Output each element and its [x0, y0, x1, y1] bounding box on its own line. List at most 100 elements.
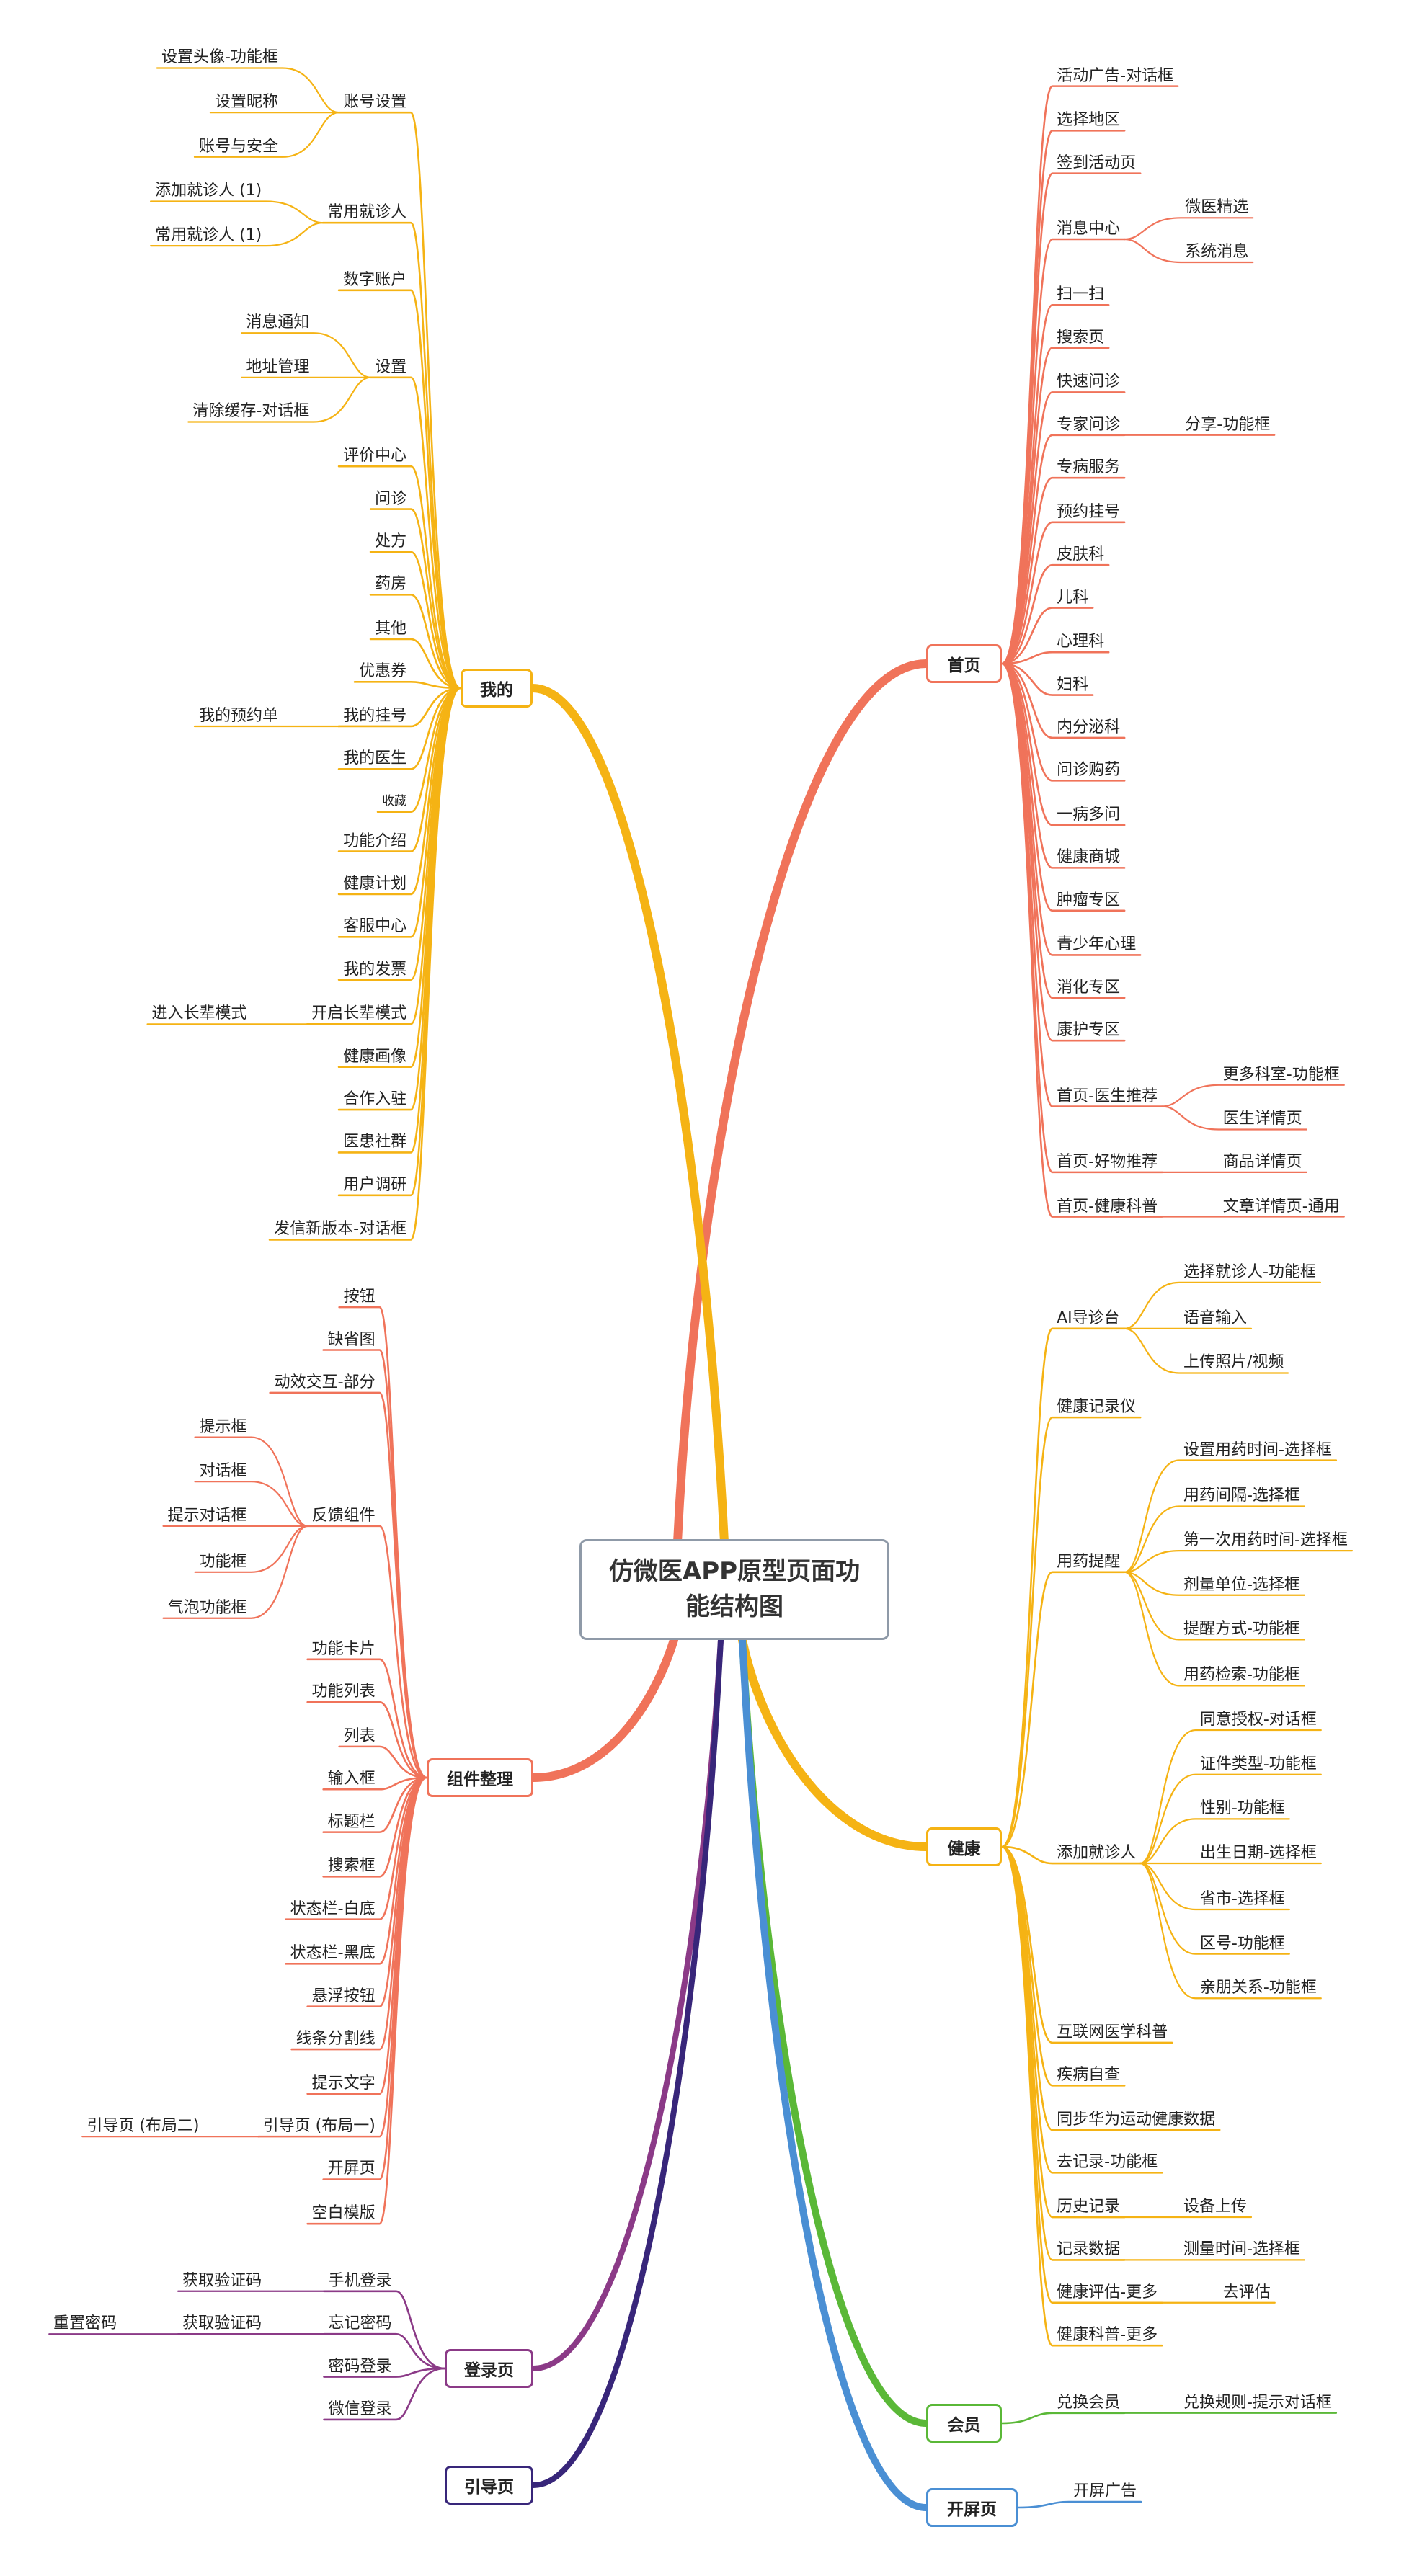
node-e584bfe7a791[interactable]: 儿科: [1057, 588, 1089, 607]
node-e58a9fe883bde58da1e78987[interactable]: 功能卡片: [311, 1639, 376, 1658]
node-e59088e4bd9ce585a5e9a9bb[interactable]: 合作入驻: [343, 1090, 407, 1109]
node-e997aee8af8a[interactable]: 问诊: [375, 489, 407, 508]
node-e5beaee58cbbe7b2bee98089[interactable]: 微医精选: [1185, 198, 1249, 217]
topic-huiyuan[interactable]: 会员: [926, 2404, 1002, 2443]
topic-denglu[interactable]: 登录页: [445, 2349, 533, 2388]
node-e9a284e7baa6e68c82e58fb7[interactable]: 预约挂号: [1057, 502, 1121, 521]
topic-wode[interactable]: 我的: [461, 669, 533, 708]
node-e68f90e7a4bae6a186[interactable]: 提示框: [199, 1417, 247, 1436]
node-e4b893e5aeb6e997aee8af8a[interactable]: 专家问诊: [1057, 415, 1121, 434]
node-e6a087e9a298e6a08f[interactable]: 标题栏: [327, 1812, 376, 1831]
node-e6b688e681afe9809ae79fa5[interactable]: 消息通知: [246, 313, 310, 332]
node-e58f91e4bfa1e696b0e78988e69cac-e5afb9e8a[interactable]: 发信新版本-对话框: [274, 1220, 407, 1239]
topic-zujian[interactable]: 组件整理: [427, 1758, 533, 1797]
node-e6b58be9878fe697b6e997b4-e98089e68ba9e6a[interactable]: 测量时间-选择框: [1183, 2240, 1300, 2259]
node-e5bc80e5b18fe9a1b5[interactable]: 开屏页: [327, 2160, 376, 2178]
node-e581a5e5bab7e794bbe5838f[interactable]: 健康画像: [343, 1047, 407, 1066]
node-e98089e68ba9e59cb0e58cba[interactable]: 选择地区: [1057, 111, 1121, 130]
node-e694b6e8978f[interactable]: 收藏: [382, 794, 407, 809]
node-e68f90e7a4bae69687e5ad97[interactable]: 提示文字: [311, 2074, 376, 2093]
node-e6b7bbe58aa0e5b0b1e8af8ae4baba20(1)[interactable]: 添加就诊人 (1): [155, 182, 262, 200]
topic-jiankang[interactable]: 健康: [926, 1827, 1002, 1866]
node-e6b7bbe58aa0e5b0b1e8af8ae4baba[interactable]: 添加就诊人: [1057, 1844, 1137, 1863]
node-e997aee8af8ae8b4ade88daf[interactable]: 问诊购药: [1057, 761, 1121, 780]
node-e9a696e9a1b5-e581a5e5bab7e7a791e699ae[interactable]: 首页-健康科普: [1057, 1197, 1158, 1216]
node-e7acace4b880e6aca1e794a8e88dafe697b6e997[interactable]: 第一次用药时间-选择框: [1183, 1531, 1348, 1550]
node-e8be93e585a5e6a186[interactable]: 输入框: [327, 1770, 376, 1788]
node-e5908ce6848fe68e88e69d83-e5afb9e8af9de6a[interactable]: 同意授权-对话框: [1199, 1711, 1317, 1729]
topic-shouye[interactable]: 首页: [926, 644, 1002, 683]
node-e58685e58886e6b38ce7a791[interactable]: 内分泌科: [1057, 718, 1121, 736]
topic-kaiping[interactable]: 开屏页: [926, 2488, 1018, 2527]
node-e5beaee4bfa1e799bbe5bd95[interactable]: 微信登录: [328, 2399, 392, 2418]
node-e4b88ae4bca0e785a7e789872fe8a786e9a291[interactable]: 上传照片/视频: [1183, 1353, 1284, 1372]
topic-yindao[interactable]: 引导页: [445, 2466, 533, 2505]
node-e58e86e58fb2e8aeb0e5bd95[interactable]: 历史记录: [1057, 2198, 1121, 2216]
node-e695b0e5ad97e8b4a6e688b7[interactable]: 数字账户: [343, 270, 407, 289]
node-e581a5e5bab7e59586e59f8e[interactable]: 健康商城: [1057, 848, 1121, 867]
node-e5bf83e79086e7a791[interactable]: 心理科: [1057, 633, 1105, 651]
node-e58ebbe8aeb0e5bd95-e58a9fe883bde6a186[interactable]: 去记录-功能框: [1057, 2153, 1158, 2172]
node-e796bee79785e887aae69fa5[interactable]: 疾病自查: [1057, 2066, 1121, 2085]
node-e6898be69cbae799bbe5bd95[interactable]: 手机登录: [328, 2271, 392, 2290]
node-e7bcbae79c81e59bbe[interactable]: 缺省图: [327, 1330, 376, 1349]
node-e78ab6e68081e6a08f-e9bb91e5ba95[interactable]: 状态栏-黑底: [290, 1944, 376, 1963]
node-e5a484e696b9[interactable]: 处方: [375, 532, 407, 551]
node-e5bc95e5afbce9a1b520(e5b883e5b180e4b880)[interactable]: 引导页 (布局一): [262, 2117, 376, 2136]
node-e8aebee7bdae[interactable]: 设置: [375, 357, 407, 376]
node-e88dafe688bf[interactable]: 药房: [375, 575, 407, 594]
node-e68891e79a84e9a284e7baa6e58d95[interactable]: 我的预约单: [198, 706, 278, 725]
node-e8aebee7bdaee698b5e7a7b0[interactable]: 设置昵称: [214, 93, 278, 112]
node-e59586e59381e8afa6e68385e9a1b5[interactable]: 商品详情页: [1222, 1152, 1302, 1171]
node-e587bae7949fe697a5e69c9f-e98089e68ba9e6a[interactable]: 出生日期-选择框: [1199, 1844, 1317, 1863]
node-e5a687e7a791[interactable]: 妇科: [1057, 675, 1089, 694]
node-e6909ce7b4a2e6a186[interactable]: 搜索框: [327, 1857, 376, 1876]
node-e68891e79a84e58f91e7a5a8[interactable]: 我的发票: [343, 960, 407, 979]
node-e58a9fe883bde6a186[interactable]: 功能框: [199, 1552, 247, 1571]
node-e79aaee882a4e7a791[interactable]: 皮肤科: [1057, 545, 1105, 564]
node-e68891e79a84e58cbbe7949f[interactable]: 我的医生: [343, 749, 407, 768]
node-e69bb4e5a49ae7a791e5aea4-e58a9fe883bde6a[interactable]: 更多科室-功能框: [1222, 1065, 1340, 1084]
node-e5afb9e8af9de6a186[interactable]: 对话框: [199, 1462, 247, 1481]
node-e8aeb0e5bd95e695b0e68dae[interactable]: 记录数据: [1057, 2240, 1121, 2259]
node-e68f90e98692e696b9e5bc8f-e58a9fe883bde6a[interactable]: 提醒方式-功能框: [1183, 1620, 1300, 1639]
node-e58a9fe883bde4bb8be7bb8d[interactable]: 功能介绍: [343, 832, 407, 850]
node-e8bf9be585a5e995bfe8be88e6a8a1e5bc8f[interactable]: 进入长辈模式: [151, 1004, 247, 1023]
node-e4b893e79785e69c8de58aa1[interactable]: 专病服务: [1057, 458, 1121, 477]
node-e68f90e7a4bae5afb9e8af9de6a186[interactable]: 提示对话框: [167, 1506, 247, 1525]
node-e4b880e79785e5a49ae997ae[interactable]: 一病多问: [1057, 806, 1121, 824]
node-e58591e68da2e8a784e58899-e68f90e7a4bae5a[interactable]: 兑换规则-提示对话框: [1183, 2393, 1332, 2412]
node-e58897e8a1a8[interactable]: 列表: [343, 1726, 376, 1745]
node-e5af86e7a081e799bbe5bd95[interactable]: 密码登录: [328, 2357, 392, 2376]
node-e680a7e588ab-e58a9fe883bde6a186[interactable]: 性别-功能框: [1199, 1799, 1285, 1818]
node-e68c89e992ae[interactable]: 按钮: [343, 1288, 376, 1306]
node-e6b688e58c96e4b893e58cba[interactable]: 消化专区: [1057, 978, 1121, 997]
node-e5bab7e68aa4e4b893e58cba[interactable]: 康护专区: [1057, 1021, 1121, 1040]
node-e88eb7e58f96e9aa8ce8af81e7a081[interactable]: 获取验证码: [182, 2271, 262, 2290]
node-e9a696e9a1b5-e5a5bde789a9e68ea8e88d90[interactable]: 首页-好物推荐: [1057, 1152, 1158, 1171]
node-e4bab2e69c8be585b3e7b3bb-e58a9fe883bde6a[interactable]: 亲朋关系-功能框: [1199, 1979, 1317, 1997]
node-e4bc98e683a0e588b8[interactable]: 优惠券: [359, 662, 407, 681]
node-e68891e79a84e68c82e58fb7[interactable]: 我的挂号: [343, 706, 407, 725]
node-e585b6e4bb96[interactable]: 其他: [375, 619, 407, 638]
node-e8aebee7bdaee794a8e88dafe697b6e997b4-e98[interactable]: 设置用药时间-选择框: [1183, 1440, 1332, 1459]
node-e58982e9878fe58d95e4bd8d-e98089e68ba9e6a[interactable]: 剂量单位-选择框: [1183, 1575, 1300, 1594]
node-e5bfabe9809fe997aee8af8a[interactable]: 快速问诊: [1057, 373, 1121, 391]
node-e69687e7aba0e8afa6e68385e9a1b5-e9809ae79[interactable]: 文章详情页-通用: [1222, 1197, 1340, 1216]
node-e79c81e5b882-e98089e68ba9e6a186[interactable]: 省市-选择框: [1199, 1889, 1285, 1908]
node-e581a5e5bab7e8aea1e58892[interactable]: 健康计划: [343, 874, 407, 893]
node-e7adbee588b0e6b4bbe58aa8e9a1b5[interactable]: 签到活动页: [1057, 153, 1137, 172]
node-e8b4a6e58fb7e8aebee7bdae[interactable]: 账号设置: [343, 93, 407, 112]
node-e5bc80e590afe995bfe8be88e6a8a1e5bc8f[interactable]: 开启长辈模式: [311, 1004, 407, 1023]
node-e5aea2e69c8de4b8ade5bf83[interactable]: 客服中心: [343, 917, 407, 936]
node-e581a5e5bab7e8aeb0e5bd95e4bbaa[interactable]: 健康记录仪: [1057, 1398, 1137, 1417]
node-e682ace6b5aee68c89e992ae[interactable]: 悬浮按钮: [311, 1987, 376, 2005]
node-e58591e68da2e4bc9ae59198[interactable]: 兑换会员: [1057, 2393, 1121, 2412]
node-e794a8e688b7e8b083e7a094[interactable]: 用户调研: [343, 1175, 407, 1194]
node-e6b688e681afe4b8ade5bf83[interactable]: 消息中心: [1057, 220, 1121, 238]
node-e9a696e9a1b5-e58cbbe7949fe68ea8e88d90[interactable]: 首页-医生推荐: [1057, 1087, 1158, 1105]
node-e794a8e88dafe68f90e98692[interactable]: 用药提醒: [1057, 1552, 1121, 1571]
node-e8b4a6e58fb7e4b88ee5ae89e585a8[interactable]: 账号与安全: [198, 137, 278, 156]
node-e88eb7e58f96e9aa8ce8af81e7a081[interactable]: 获取验证码: [182, 2314, 262, 2333]
node-e58886e4baab-e58a9fe883bde6a186[interactable]: 分享-功能框: [1185, 415, 1271, 434]
